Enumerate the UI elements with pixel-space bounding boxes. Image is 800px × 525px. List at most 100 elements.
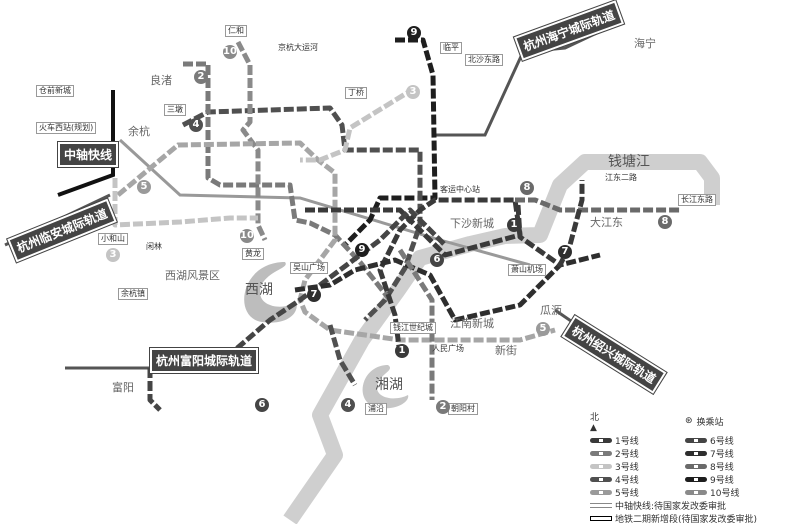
line-2-south — [397, 248, 435, 400]
line-3-badge-west: 3 — [106, 248, 120, 262]
legend-line-1: 1号线 — [590, 434, 685, 447]
legend-line-2: 2号线 — [590, 447, 685, 460]
place-huanglong: 黄龙 — [242, 248, 264, 260]
north-indicator: 北 ▲ — [590, 410, 685, 433]
legend-phase2: 地铁二期新增段(待国家发改委审批) — [590, 512, 800, 525]
line-3-badge: 3 — [406, 85, 420, 99]
place-liangzhu: 良渚 — [150, 74, 172, 87]
zhongzhou-label: 中轴快线 — [56, 141, 120, 168]
line-5-badge-east: 5 — [536, 322, 550, 336]
legend: 北 ▲ ⊛ 换乘站 1号线 6号线 2号线 7号线 3号线 8号线 4号线 9号… — [590, 408, 800, 525]
place-fuyang: 富阳 — [112, 381, 134, 394]
place-xihu: 西湖 — [245, 282, 273, 298]
line-5-badge: 5 — [137, 180, 151, 194]
place-xihufengjingqu: 西湖风景区 — [165, 269, 220, 282]
line-6 — [155, 207, 447, 371]
line-2-badge-south: 2 — [436, 400, 450, 414]
line-4-badge-south: 4 — [341, 398, 355, 412]
legend-label: 2号线 — [615, 450, 639, 460]
line-3 — [300, 85, 417, 163]
north-arrow-icon: ▲ — [590, 422, 597, 433]
place-xianghu: 湘湖 — [375, 377, 403, 393]
place-qiantangjiang: 钱塘江 — [608, 154, 650, 170]
legend-zhongzhou: 中轴快线:待国家发改委审批 — [590, 499, 800, 512]
legend-label: 6号线 — [710, 437, 734, 447]
fuyang-rail-label: 杭州富阳城际轨道 — [148, 347, 260, 374]
legend-label: 5号线 — [615, 489, 639, 499]
line-1 — [305, 197, 523, 356]
line-2 — [183, 61, 392, 302]
place-dingqiao: 丁桥 — [345, 87, 367, 99]
line-2-badge: 2 — [194, 70, 208, 84]
place-huochexizhan: 火车西站(规划) — [36, 122, 97, 134]
legend-label: 7号线 — [710, 450, 734, 460]
line-8-badge: 8 — [520, 181, 534, 195]
line-6-badge: 6 — [430, 253, 444, 267]
place-puyan: 浦沿 — [365, 403, 387, 415]
line-8-badge-east: 8 — [658, 215, 672, 229]
line-4-badge: 4 — [189, 118, 203, 132]
line-4 — [181, 105, 423, 322]
line-7 — [294, 252, 601, 323]
legend-line-3: 3号线 — [590, 460, 685, 473]
legend-label: 1号线 — [615, 437, 639, 447]
line-10-badge-south: 10 — [240, 229, 254, 243]
transfer-label: 换乘站 — [696, 417, 724, 428]
place-xiaoheshan: 小和山 — [98, 233, 128, 245]
zhongzhou-line — [57, 90, 115, 197]
place-canal: 京杭大运河 — [278, 43, 318, 52]
legend-line-5: 5号线 — [590, 486, 685, 499]
legend-label: 10号线 — [710, 489, 740, 499]
legend-label: 3号线 — [615, 463, 639, 473]
place-xiaoshanjichang: 萧山机场 — [508, 264, 546, 276]
place-sandun: 三墩 — [164, 104, 186, 116]
transfer-legend: ⊛ 换乘站 — [685, 415, 780, 428]
place-yuhang: 余杭 — [128, 125, 150, 138]
legend-line-4: 4号线 — [590, 473, 685, 486]
legend-line-6: 6号线 — [685, 434, 780, 447]
line-9-badge-south: 9 — [355, 243, 369, 257]
legend-label: 中轴快线:待国家发改委审批 — [615, 502, 727, 512]
place-cangqian: 仓前新城 — [36, 85, 74, 97]
line-7-badge: 7 — [307, 288, 321, 302]
qiantang-river — [283, 154, 720, 524]
line-4-south — [327, 324, 358, 387]
place-dajiangdong: 大江东 — [590, 216, 623, 229]
line-8 — [515, 197, 680, 213]
place-xiashaxincheng: 下沙新城 — [450, 217, 494, 230]
place-jiangdongerlu: 江东二路 — [605, 173, 637, 182]
legend-line-8: 8号线 — [685, 460, 780, 473]
legend-label: 地铁二期新增段(待国家发改委审批) — [615, 515, 758, 525]
line-10 — [235, 40, 268, 242]
place-renminguangchang: 人民广场 — [432, 344, 464, 353]
place-jiangnanxincheng: 江南新城 — [450, 317, 494, 330]
place-guali: 瓜沥 — [540, 304, 562, 317]
legend-label: 9号线 — [710, 476, 734, 486]
legend-line-7: 7号线 — [685, 447, 780, 460]
legend-label: 8号线 — [710, 463, 734, 473]
legend-line-9: 9号线 — [685, 473, 780, 486]
place-jiangdonglu: 长江东路 — [678, 194, 716, 206]
place-keyunzhongxin: 客运中心站 — [440, 185, 480, 194]
line-9-badge: 9 — [407, 26, 421, 40]
place-beishadonglu: 北沙东路 — [465, 54, 503, 66]
line-10-badge: 10 — [223, 45, 237, 59]
place-xianlin: 闲林 — [146, 242, 162, 251]
place-linping: 临平 — [440, 42, 462, 54]
transfer-station-icon: ⊛ — [685, 416, 693, 426]
line-1-badge-south: 1 — [395, 344, 409, 358]
place-wushanguangchang: 吴山广场 — [290, 262, 328, 274]
line-6-south — [147, 368, 162, 412]
place-haining: 海宁 — [634, 37, 656, 50]
place-chaoyangcun: 朝阳村 — [448, 403, 478, 415]
line-1-badge: 1 — [507, 218, 521, 232]
place-laoyuhang: 余杭镇 — [118, 288, 148, 300]
west-lake — [244, 262, 297, 323]
xiang-lake — [362, 365, 409, 409]
north-label: 北 — [590, 412, 600, 423]
line-6-badge-south: 6 — [255, 398, 269, 412]
place-renhe: 仁和 — [225, 25, 247, 37]
line-3-west — [112, 178, 258, 228]
legend-line-10: 10号线 — [685, 486, 780, 499]
